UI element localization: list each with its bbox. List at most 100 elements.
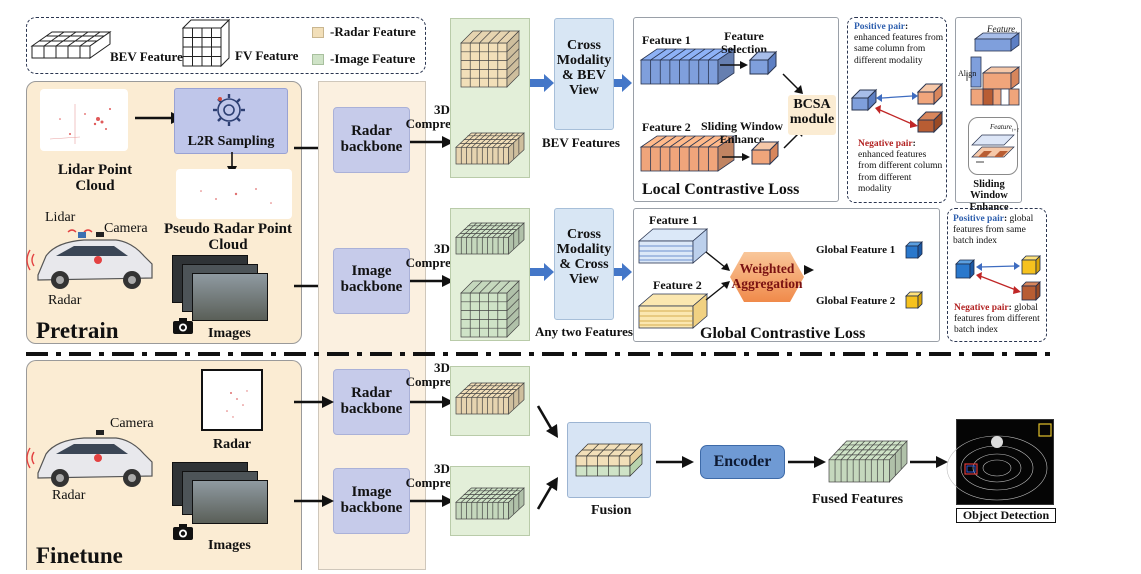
local-pairs-graphic: [850, 82, 944, 134]
finetune-camera-icon: [173, 524, 193, 540]
global-pos-body: global features from same batch index: [953, 214, 1034, 247]
local-neg-head: Negative pair: [858, 139, 913, 149]
local-feature-1-slab: [639, 48, 736, 85]
local-neg-body: enhanced features from different column …: [858, 150, 943, 194]
feature-i1-label: Featurei+1: [990, 123, 1020, 134]
image-fv-cube: [460, 280, 520, 338]
global-neg-head: Negative pair: [954, 303, 1009, 313]
finetune-radar-bev-cube: [455, 382, 525, 415]
global-feature-2-label: Global Feature 2: [816, 295, 896, 307]
arrow-to-fusion-bottom: [536, 477, 558, 510]
object-detection-label: Object Detection: [956, 508, 1056, 523]
local-neg-text: Negative pair: enhanced features from di…: [858, 139, 943, 194]
finetune-images-stack: [172, 462, 272, 524]
blue-arrow-1: [530, 74, 554, 92]
radar-backbone-pretrain-label: Radar backbone: [340, 123, 403, 156]
legend-radar-label: -Radar Feature: [330, 24, 416, 39]
arrow-encoder-to-fused: [788, 456, 826, 468]
l2r-sampling-label: L2R Sampling: [187, 134, 275, 149]
global-pairs-graphic: [955, 255, 1041, 301]
arrow-to-enhanced: [722, 153, 750, 161]
pseudo-radar-cloud-label: Pseudo Radar Point Cloud: [163, 221, 293, 254]
image-backbone-finetune-label: Image backbone: [340, 484, 403, 517]
sliding-window-inset: [968, 117, 1018, 175]
bev-features-label: BEV Features: [542, 135, 620, 150]
global-feature-1-label: Global Feature 1: [816, 244, 896, 256]
legend-bev-label: BEV Feature: [110, 49, 183, 64]
image-backbone-finetune: [333, 468, 410, 534]
pretrain-title: Pretrain: [36, 318, 119, 343]
arrow-fused-to-detection: [910, 456, 948, 468]
pseudo-radar-cloud-image: [176, 169, 292, 219]
global-feature-2-slab: [637, 293, 709, 329]
image-backbone-pretrain: [333, 248, 410, 314]
global-feature-1-slab: [637, 228, 709, 264]
arrow-fusion-to-encoder: [656, 456, 694, 468]
finetune-camera-label: Camera: [110, 416, 154, 431]
weighted-aggregation-shape: [730, 252, 804, 302]
encoder-label: Encoder: [713, 453, 772, 470]
pretrain-images-label: Images: [208, 326, 251, 341]
blue-arrow-2: [608, 74, 632, 92]
pretrain-images-stack: [172, 255, 272, 321]
blue-arrow-3: [530, 263, 554, 281]
pretrain-finetune-divider: [26, 352, 1056, 356]
feature-selection-label: Feature Selection: [721, 29, 767, 56]
local-pos-text: Positive pair: enhanced features from sa…: [854, 22, 944, 66]
radar-backbone-finetune-label: Radar backbone: [340, 385, 403, 418]
arrow-compress-1: [410, 136, 454, 148]
global-neg-body: global features from different batch ind…: [954, 303, 1040, 336]
image-bev-cube: [455, 222, 525, 255]
lidar-point-cloud-label: Lidar Point Cloud: [57, 162, 133, 195]
finetune-image-bev-cube: [455, 487, 525, 520]
global-f1-label: Feature 1: [649, 213, 698, 227]
bcsa-module-box: [788, 95, 836, 135]
local-contrastive-title: Local Contrastive Loss: [642, 181, 800, 198]
arrow-compress-4: [410, 495, 454, 507]
global-pos-text: Positive pair: global features from same…: [953, 214, 1034, 247]
encoder-box: [700, 445, 785, 479]
cross-bev-label: Cross Modality & BEV View: [556, 38, 612, 99]
arrow-compress-2: [410, 275, 454, 287]
pretrain-lidar-label: Lidar: [45, 210, 76, 225]
finetune-title: Finetune: [36, 543, 123, 568]
arrow-to-fusion-top: [536, 405, 558, 438]
legend-fv-label: FV Feature: [235, 48, 299, 63]
arrow-global-out-1: [804, 265, 814, 275]
legend-radar-swatch: [312, 27, 324, 38]
bcsa-module-label: BCSA module: [789, 97, 835, 128]
sliding-window-label: Sliding Window Enhance: [701, 119, 783, 146]
finetune-images-label: Images: [208, 538, 251, 553]
local-pairs-box: [847, 17, 947, 203]
align-label: Align: [958, 69, 977, 78]
local-feature-2-slab: [639, 135, 736, 172]
arrow-to-bcsa-1: [782, 73, 803, 94]
cross-view-label: Cross Modality & Cross View: [556, 227, 612, 288]
fused-features-cube: [828, 440, 908, 483]
legend-image-swatch: [312, 54, 324, 65]
legend-box: [26, 17, 426, 74]
global-f2-label: Feature 2: [653, 278, 702, 292]
camera-icon: [173, 318, 193, 334]
gear-icon: [213, 94, 245, 126]
arrow-finetune-images: [294, 495, 334, 507]
any-two-features-label: Any two Features: [535, 324, 633, 339]
cross-bev-box: [554, 18, 614, 130]
finetune-radar-image: [201, 369, 263, 431]
radar-bev-cube: [455, 132, 525, 165]
sliding-window-graphic: [971, 134, 1015, 163]
fusion-cube: [575, 443, 643, 477]
pretrain-radar-label: Radar: [48, 293, 82, 308]
global-feature-1-cube: [905, 241, 923, 259]
arrow-global-f2: [705, 281, 730, 301]
radar-fv-cube: [460, 30, 520, 88]
arrow-global-f1: [705, 251, 730, 271]
arrow-to-selected: [720, 61, 748, 69]
fused-features-label: Fused Features: [812, 492, 904, 507]
enhanced-feature-2: [750, 140, 780, 166]
global-pos-head: Positive pair: [953, 214, 1004, 224]
local-f1-label: Feature 1: [642, 33, 691, 47]
cross-view-box: [554, 208, 614, 320]
selected-feature-1: [748, 50, 778, 76]
global-pairs-box: [947, 208, 1047, 342]
